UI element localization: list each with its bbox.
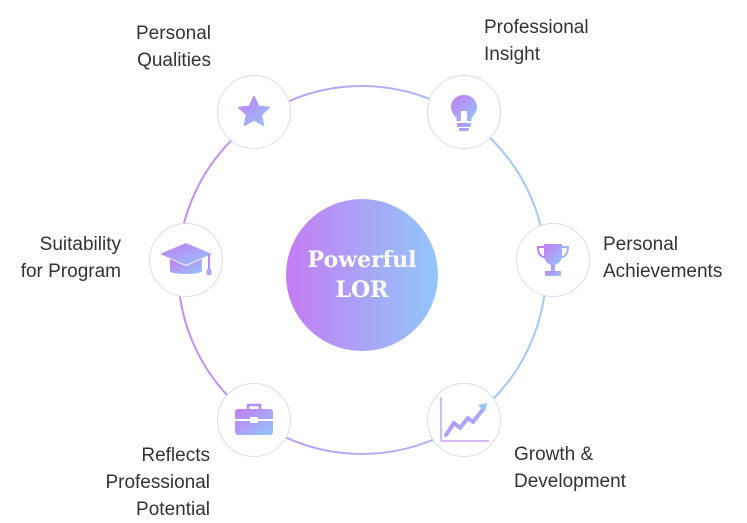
center-circle: Powerful LOR xyxy=(286,199,438,351)
label-professional-insight: Professional Insight xyxy=(484,17,589,65)
graduation-cap-icon xyxy=(160,243,212,275)
label-personal-qualities: Personal Qualities xyxy=(136,23,211,71)
node-growth xyxy=(427,383,501,457)
label-reflects-potential: Reflects Professional Potential xyxy=(105,445,210,520)
growth-chart-icon xyxy=(440,397,489,442)
node-suitability xyxy=(149,223,223,297)
node-personal-qualities xyxy=(217,75,291,149)
label-growth: Growth & Development xyxy=(514,444,626,492)
label-personal-achievements: Personal Achievements xyxy=(603,234,723,282)
node-professional-insight xyxy=(427,75,501,149)
label-suitability: Suitability for Program xyxy=(20,234,121,282)
node-reflects-potential xyxy=(217,383,291,457)
trophy-icon xyxy=(536,244,570,276)
lightbulb-icon xyxy=(451,95,477,131)
center-title-line2: LOR xyxy=(335,277,389,303)
star-icon xyxy=(238,96,270,126)
node-personal-achievements xyxy=(516,223,590,297)
center-title-line1: Powerful xyxy=(307,247,417,273)
briefcase-icon xyxy=(235,403,273,435)
